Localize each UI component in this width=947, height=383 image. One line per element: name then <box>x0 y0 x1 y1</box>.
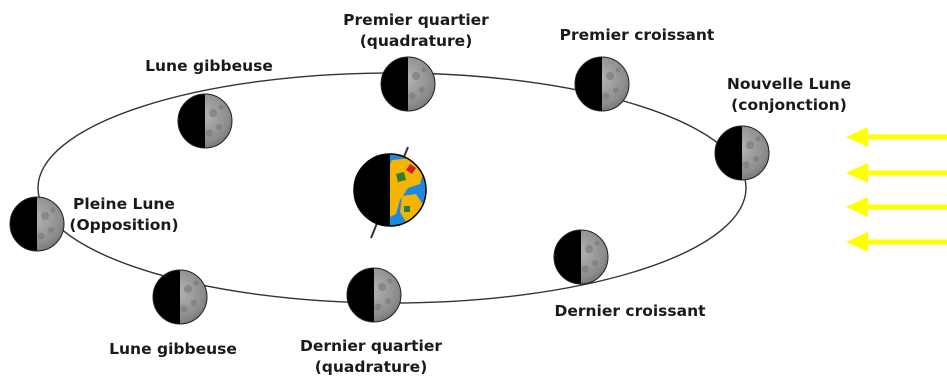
moon-crater <box>615 67 621 73</box>
moon-crater <box>412 72 420 80</box>
arrow-left-icon <box>846 197 947 217</box>
moon-crater <box>385 298 391 304</box>
arrow-left-icon <box>846 232 947 252</box>
moon-lune-gibbeuse-haut <box>177 93 233 149</box>
moon-dark-half <box>178 94 205 148</box>
moon-crater <box>421 67 427 73</box>
moon-outline <box>346 267 402 323</box>
moon-crater <box>378 283 386 291</box>
moon-crater <box>408 92 416 100</box>
moon-crater <box>742 161 750 169</box>
label-nouvelle-lune-1: Nouvelle Lune <box>727 75 851 93</box>
moon-crater <box>205 129 213 137</box>
moon-dark-half <box>715 126 742 180</box>
moon-dernier-quartier <box>346 267 402 323</box>
moon-crater <box>746 141 754 149</box>
moon-crater <box>37 232 45 240</box>
moon-crater <box>374 303 382 311</box>
moon-crater <box>602 92 610 100</box>
moon-crater <box>209 109 217 117</box>
moon-crater <box>594 240 600 246</box>
label-lune-gibbeuse-haut: Lune gibbeuse <box>145 57 273 75</box>
sun-rays <box>846 127 947 252</box>
moon-crater <box>613 87 619 93</box>
label-dernier-quartier-1: Dernier quartier <box>300 337 442 355</box>
label-premier-quartier-1: Premier quartier <box>343 11 489 29</box>
label-dernier-croissant: Dernier croissant <box>554 302 706 320</box>
label-premier-quartier-2: (quadrature) <box>360 32 473 50</box>
moon-dark-half <box>575 57 602 111</box>
moon-outline <box>9 196 65 252</box>
moon-crater <box>606 72 614 80</box>
moon-pleine-lune <box>9 196 65 252</box>
label-nouvelle-lune-2: (conjonction) <box>731 96 847 114</box>
label-premier-croissant: Premier croissant <box>560 26 715 44</box>
moon-nouvelle-lune <box>714 125 770 181</box>
moon-dark-half <box>347 268 374 322</box>
moon-crater <box>216 124 222 130</box>
moon-crater <box>755 136 761 142</box>
moon-outline <box>574 56 630 112</box>
moon-crater <box>41 212 49 220</box>
moon-outline <box>553 229 609 285</box>
moon-outline <box>177 93 233 149</box>
arrow-left-icon <box>846 163 947 183</box>
moon-outline <box>152 269 208 325</box>
moon-crater <box>48 227 54 233</box>
moon-dark-half <box>554 230 581 284</box>
moon-dark-half <box>153 270 180 324</box>
moon-premier-quartier <box>380 56 436 112</box>
arrow-left-icon <box>846 127 947 147</box>
moon-lune-gibbeuse-bas <box>152 269 208 325</box>
moon-crater <box>387 278 393 284</box>
moon-crater <box>218 104 224 110</box>
moon-crater <box>193 280 199 286</box>
moon-dark-half <box>381 57 408 111</box>
label-dernier-quartier-2: (quadrature) <box>315 358 428 376</box>
moon-crater <box>191 300 197 306</box>
earth <box>353 146 427 239</box>
moon-crater <box>50 207 56 213</box>
moon-crater <box>592 260 598 266</box>
moon-dernier-croissant <box>553 229 609 285</box>
moon-dark-half <box>10 197 37 251</box>
label-pleine-lune-2: (Opposition) <box>69 216 178 234</box>
moon-premier-croissant <box>574 56 630 112</box>
moon-crater <box>753 156 759 162</box>
moon-crater <box>184 285 192 293</box>
moon-crater <box>180 305 188 313</box>
moon-crater <box>585 245 593 253</box>
moon-crater <box>581 265 589 273</box>
moon-outline <box>714 125 770 181</box>
moon-outline <box>380 56 436 112</box>
moon-crater <box>419 87 425 93</box>
label-lune-gibbeuse-bas: Lune gibbeuse <box>109 340 237 358</box>
label-pleine-lune-1: Pleine Lune <box>73 195 175 213</box>
